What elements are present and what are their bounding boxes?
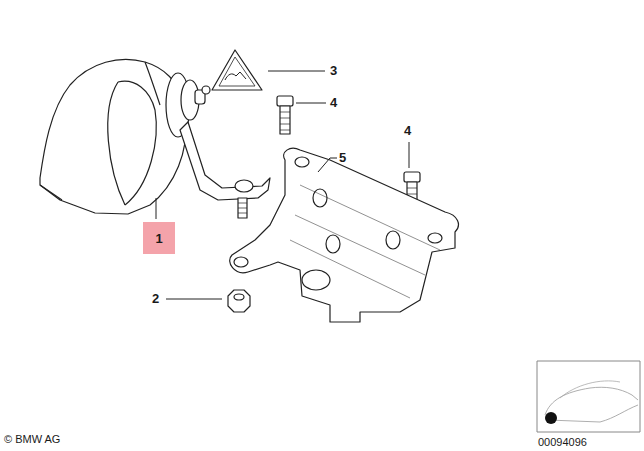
callout-number: 4 (330, 96, 337, 109)
highlighted-callout: 1 (143, 222, 175, 254)
callout-number: 5 (339, 151, 346, 164)
copyright-note: © BMW AG (4, 434, 60, 445)
diagram-number: 00094096 (538, 437, 587, 448)
callout-number: 4 (404, 124, 411, 137)
callout-number: 2 (152, 292, 159, 305)
callout-number: 1 (155, 232, 162, 245)
callout-number: 3 (330, 64, 337, 77)
